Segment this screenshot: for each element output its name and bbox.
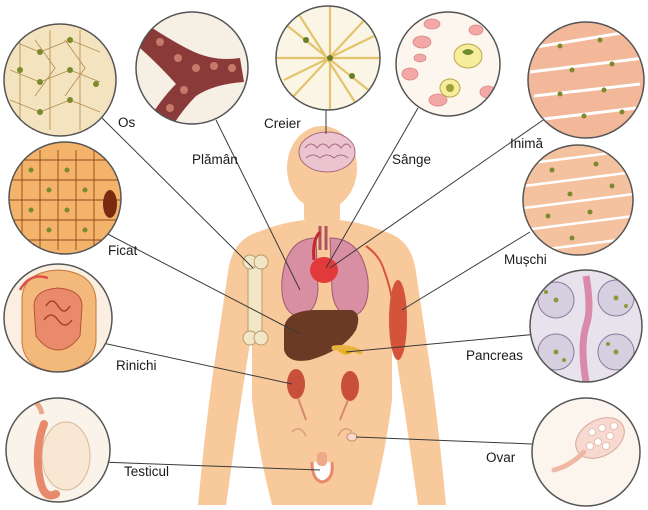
bone-tissue-circle — [0, 20, 120, 140]
label-pancreas: Pancreas — [466, 348, 523, 363]
pancreas-tissue-circle — [528, 268, 646, 386]
label-blood: Sânge — [392, 152, 431, 167]
cardiac-tissue-circle — [526, 20, 648, 142]
label-brain: Creier — [264, 116, 301, 131]
lung-tissue-circle — [130, 8, 254, 132]
blood-tissue-circle — [394, 10, 502, 118]
nerve-tissue-circle — [270, 0, 386, 116]
liver-tissue-circle — [6, 140, 126, 260]
label-testis: Testicul — [124, 464, 169, 479]
label-kidney: Rinichi — [116, 358, 157, 373]
label-heart: Inimă — [510, 136, 543, 151]
label-muscle: Mușchi — [504, 252, 547, 267]
kidney-tissue-circle — [2, 262, 116, 376]
label-liver: Ficat — [108, 243, 137, 258]
label-bone: Os — [118, 115, 135, 130]
liver-organ — [284, 310, 358, 361]
label-lung: Plămân — [192, 152, 238, 167]
muscle-tissue-circle — [520, 142, 636, 258]
ovary-organ — [347, 433, 357, 441]
brain-organ — [299, 132, 355, 172]
testis-tissue-circle — [4, 396, 112, 504]
label-ovary: Ovar — [486, 450, 515, 465]
ovary-tissue-circle — [530, 396, 642, 508]
